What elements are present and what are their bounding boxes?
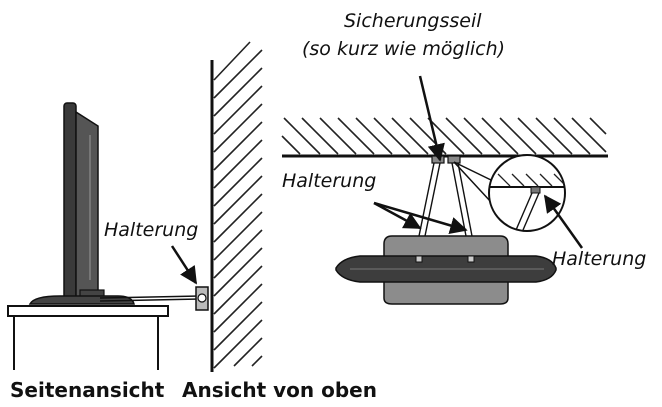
tv-side-profile: [28, 102, 135, 305]
rope-arrow: [418, 75, 445, 162]
top-view-caption: Ansicht von oben: [182, 378, 377, 402]
top-view: [281, 75, 608, 305]
side-view-caption: Seitenansicht: [10, 378, 165, 402]
side-bracket-arrow: [170, 245, 198, 285]
detail-bracket-label: Halterung: [552, 248, 647, 270]
detail-callout: [453, 154, 584, 249]
wall-hatching: [213, 41, 263, 369]
wall-top-hatching: [281, 117, 607, 155]
side-strap: [99, 286, 209, 311]
wall: [210, 41, 263, 372]
safety-rope-label-line1: Sicherungsseil: [344, 10, 482, 32]
detail-bracket-arrow: [543, 194, 584, 249]
wall-top: [281, 117, 608, 158]
tv-mount-points: [415, 255, 475, 263]
table: [7, 305, 169, 370]
side-bracket-label: Halterung: [104, 219, 199, 241]
safety-rope-label-line2: (so kurz wie möglich): [302, 38, 506, 60]
top-bracket-label: Halterung: [282, 170, 377, 192]
side-view: [7, 41, 263, 372]
top-bracket-arrow-2: [373, 201, 468, 234]
top-bracket-arrow-1: [373, 201, 422, 230]
